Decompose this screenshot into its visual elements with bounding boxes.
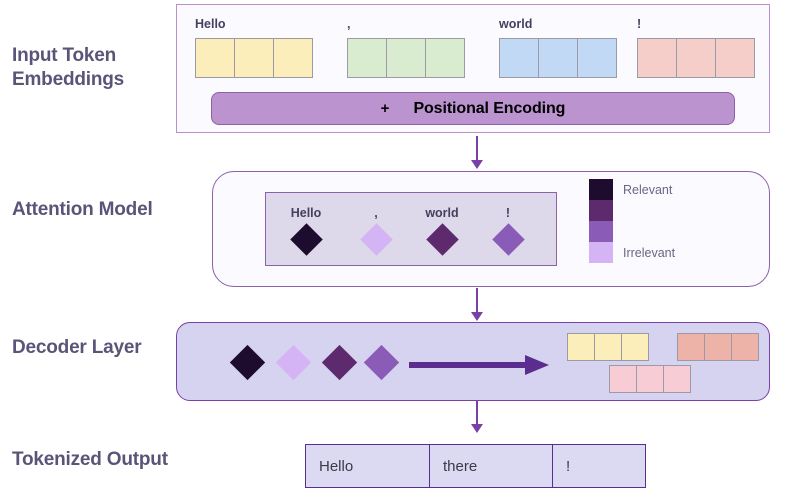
legend-swatch [589,200,613,221]
embedding-cell [273,38,313,78]
token-word: ! [637,17,642,31]
decoder-output-group-yellow [567,333,649,361]
legend-row [589,200,675,221]
attention-diamond-icon [359,223,393,256]
token-word: , [374,206,378,220]
embedding-cell [195,38,235,78]
embedding-cell [499,38,539,78]
attention-diamond-icon [491,223,525,256]
embedding-cells [195,38,313,78]
embedding-cells [347,38,465,78]
output-token-cell: there [429,445,552,487]
legend-swatch [589,242,613,263]
output-cell [636,365,664,393]
embedding-cells [637,38,755,78]
attention-token-exclamation: ! [480,206,536,256]
legend-label-irrelevant: Irrelevant [623,245,676,260]
legend-swatch [589,221,613,242]
attention-model-panel: Hello , world ! [212,171,770,287]
token-word: , [347,17,351,31]
decoder-layer-panel [176,322,770,401]
legend-row: Relevant [589,179,675,200]
arrow-down-icon [470,136,484,169]
embedding-cell [347,38,387,78]
input-token-embeddings-panel: Hello , world ! [176,4,770,133]
section-label-tokenized-output: Tokenized Output [12,449,168,470]
plus-icon: + [380,100,390,117]
output-cell [594,333,622,361]
attention-token-comma: , [348,206,404,256]
attention-token-box: Hello , world ! [265,192,557,266]
output-cell [663,365,691,393]
embedding-cell [234,38,274,78]
legend-label-relevant: Relevant [623,182,673,197]
section-label-input-token-embeddings: Input Token Embeddings [12,45,125,90]
output-cell [567,333,595,361]
token-group-hello: Hello [195,17,313,78]
arrow-right-icon [409,355,549,375]
legend-row: Irrelevant [589,242,675,263]
decoder-output-group-salmon [677,333,759,361]
embedding-cell [386,38,426,78]
output-cell [621,333,649,361]
output-cell [609,365,637,393]
output-cell [677,333,705,361]
token-group-world: world [499,17,617,78]
token-word: ! [505,206,511,220]
legend-row [589,221,675,242]
arrow-down-icon [470,288,484,321]
output-token-cell: Hello [306,445,429,487]
decoder-diamond-icon [363,344,400,381]
arrow-down-icon [470,400,484,433]
output-cell [704,333,732,361]
relevance-legend: Relevant Irrelevant [589,179,675,263]
decoder-output-group-pink [609,365,691,393]
token-word: Hello [290,206,322,220]
section-label-decoder-layer: Decoder Layer [12,337,142,358]
tokenized-output-table: Hello there ! [305,444,646,488]
token-word: Hello [195,17,226,31]
decoder-diamond-icon [321,344,358,381]
positional-encoding-bar: + Positional Encoding [211,92,735,125]
positional-encoding-label: Positional Encoding [413,99,566,117]
decoder-diamond-icon [229,344,266,381]
legend-swatch [589,179,613,200]
attention-diamond-icon [289,223,323,256]
embedding-cell [637,38,677,78]
output-token-cell: ! [552,445,645,487]
embedding-cell [715,38,755,78]
attention-token-world: world [414,206,470,256]
output-cell [731,333,759,361]
embedding-cells [499,38,617,78]
decoder-diamond-icon [275,344,312,381]
section-label-attention-model: Attention Model [12,199,153,220]
token-word: world [425,206,459,220]
attention-diamond-icon [425,223,459,256]
embedding-cell [577,38,617,78]
token-group-exclamation: ! [637,17,755,78]
embedding-cell [676,38,716,78]
token-group-comma: , [347,17,465,78]
embedding-cell [538,38,578,78]
token-word: world [499,17,533,31]
attention-token-hello: Hello [278,206,334,256]
embedding-cell [425,38,465,78]
